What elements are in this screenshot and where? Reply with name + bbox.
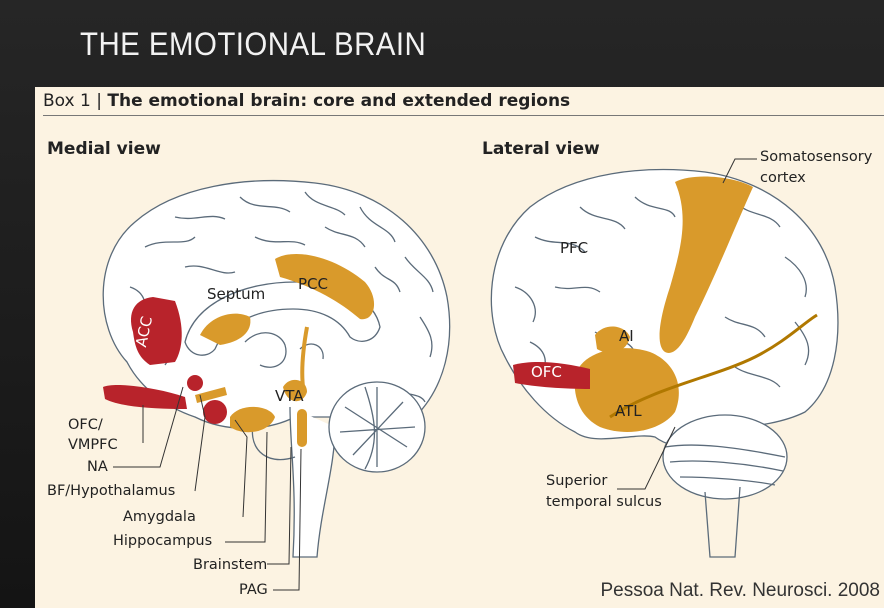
citation: Pessoa Nat. Rev. Neurosci. 2008 xyxy=(600,580,880,601)
pag-region xyxy=(297,409,307,447)
callout-sts-2: temporal sulcus xyxy=(546,494,662,510)
brainstem-thread xyxy=(300,326,309,388)
ofc-vmpfc-region xyxy=(103,385,187,409)
atl-region xyxy=(574,348,679,432)
septum-region xyxy=(200,313,251,345)
callout-pag: PAG xyxy=(239,582,268,598)
ofc-region xyxy=(513,362,590,389)
medial-leaders xyxy=(113,386,302,591)
box-number: Box 1 xyxy=(43,91,91,111)
label-atl: ATL xyxy=(615,402,642,420)
ai-region xyxy=(595,326,630,353)
callout-vmpfc: VMPFC xyxy=(68,437,118,453)
callout-amygdala: Amygdala xyxy=(123,509,196,525)
callout-sts-1: Superior xyxy=(546,473,608,489)
acc-region xyxy=(131,297,182,365)
hippocampus-region xyxy=(230,406,275,433)
amygdala-region xyxy=(203,400,227,424)
label-ai: AI xyxy=(619,327,634,345)
callout-brainstem: Brainstem xyxy=(193,557,268,573)
label-pfc: PFC xyxy=(560,239,589,257)
na-region xyxy=(187,375,203,391)
label-vta: VTA xyxy=(275,387,304,405)
lateral-leaders xyxy=(617,158,757,490)
sts-line xyxy=(609,313,818,419)
box-title: The emotional brain: core and extended r… xyxy=(107,91,571,111)
medial-brain xyxy=(102,179,451,558)
box-header: Box 1 | The emotional brain: core and ex… xyxy=(43,91,571,111)
slide-title: THE EMOTIONAL BRAIN xyxy=(80,26,427,62)
somatosensory-region xyxy=(659,176,753,353)
lateral-view-title: Lateral view xyxy=(482,139,600,159)
medial-view-title: Medial view xyxy=(47,139,161,159)
label-ofc: OFC xyxy=(531,363,562,381)
bf-hypothalamus-region xyxy=(195,387,227,403)
callout-na: NA xyxy=(87,459,108,475)
figure-panel: Box 1 | The emotional brain: core and ex… xyxy=(35,87,884,608)
callout-bf-hypothalamus: BF/Hypothalamus xyxy=(47,483,176,499)
pcc-region xyxy=(275,253,375,320)
medial-regions xyxy=(103,253,375,447)
lateral-regions xyxy=(513,176,818,432)
label-pcc: PCC xyxy=(298,275,328,293)
callout-somatosensory-1: Somatosensory xyxy=(760,149,873,165)
label-septum: Septum xyxy=(207,285,266,303)
header-rule xyxy=(43,115,884,116)
callout-somatosensory-2: cortex xyxy=(760,170,806,186)
callout-hippocampus: Hippocampus xyxy=(113,533,213,549)
brain-illustration xyxy=(102,158,839,591)
callout-ofc: OFC/ xyxy=(68,417,103,433)
